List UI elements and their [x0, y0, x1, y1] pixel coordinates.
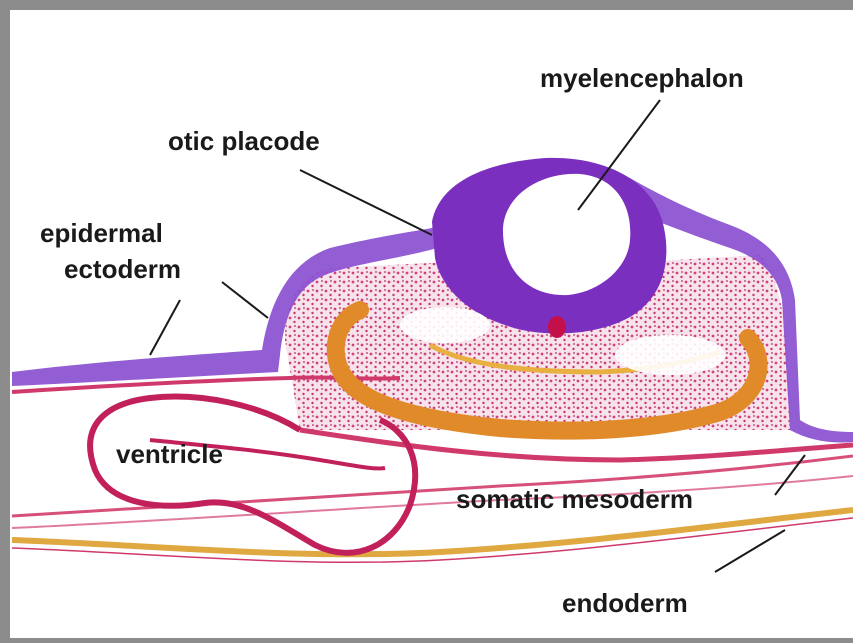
notochord-vessel — [548, 316, 566, 338]
pocket-right — [615, 335, 725, 375]
label-epidermal: epidermal — [40, 218, 163, 248]
label-ectoderm: ectoderm — [64, 254, 181, 284]
label-endoderm: endoderm — [562, 588, 688, 618]
label-ventricle: ventricle — [116, 439, 223, 469]
label-somatic-mesoderm: somatic mesoderm — [456, 484, 693, 514]
label-myelencephalon: myelencephalon — [540, 63, 744, 93]
label-otic-placode: otic placode — [168, 126, 320, 156]
pocket-left — [400, 307, 490, 343]
